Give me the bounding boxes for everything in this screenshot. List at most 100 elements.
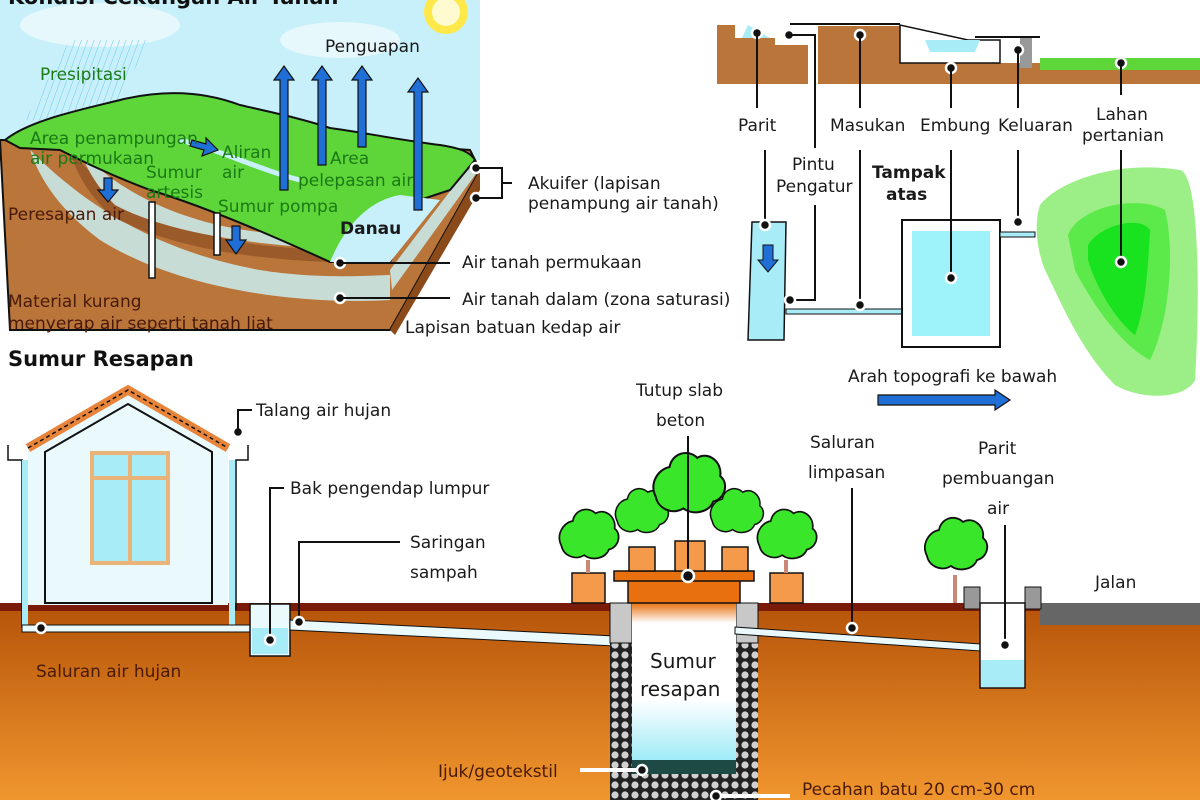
label-evaporation: Penguapan: [325, 37, 420, 57]
soil-section: [818, 26, 1040, 84]
groundwater-panel: Kondisi Cekungan Air Tanah Presipitasi P…: [0, 0, 730, 338]
reservoir-water: [925, 40, 980, 52]
pump-well: [213, 212, 221, 256]
geotextile-layer: [632, 760, 736, 774]
label-gate-1: Pintu: [792, 155, 835, 175]
label-drain-1: Parit: [978, 439, 1017, 459]
label-farmland-2: pertanian: [1082, 126, 1164, 146]
label-deep-groundwater: Air tanah dalam (zona saturasi): [462, 290, 730, 310]
label-lake: Danau: [340, 219, 401, 239]
label-release-1: Area: [330, 149, 369, 169]
well-top-glow: [632, 603, 736, 623]
runoff-marker: [845, 621, 859, 635]
infiltration-title: Sumur Resapan: [8, 347, 194, 371]
rain-lines: [25, 40, 150, 125]
outlet-pipe-top: [999, 231, 1036, 238]
label-artesian-1: Sumur: [146, 163, 202, 183]
label-shallow-groundwater: Air tanah permukaan: [462, 253, 642, 273]
label-top-view-2: atas: [886, 185, 927, 205]
reservoir-top-marker: [944, 271, 958, 285]
arrow-up-icon: [350, 64, 374, 148]
label-ditch: Parit: [738, 116, 777, 136]
label-reservoir: Embung: [920, 116, 990, 136]
drain-curb: [963, 586, 981, 610]
label-geotextile: Ijuk/geotekstil: [438, 762, 558, 782]
label-clay-2: menyerap air seperti tanah liat: [8, 314, 273, 334]
gate-top-leader: [790, 205, 816, 301]
soil-section: [717, 25, 808, 84]
label-runoff-1: Saluran: [810, 433, 875, 453]
inlet-pipe-top: [785, 308, 903, 315]
road-surface: [1040, 603, 1200, 625]
label-flow-2: air: [222, 163, 244, 183]
label-topography: Arah topografi ke bawah: [848, 367, 1057, 387]
label-farmland-1: Lahan: [1096, 105, 1148, 125]
well-interior: [632, 603, 736, 763]
arrow-right-icon: [189, 136, 220, 158]
drain-curb: [1024, 586, 1042, 610]
label-drain-3: air: [987, 499, 1009, 519]
label-top-view-1: Tampak: [872, 163, 946, 183]
infiltration-well-panel: Sumur Resapan Talang air hujan Bak penge…: [0, 347, 1200, 800]
farmland-top-inner: [1088, 222, 1150, 335]
outlet-top-marker: [1011, 215, 1025, 229]
label-inlet: Masukan: [830, 116, 905, 136]
label-slab-1: Tutup slab: [635, 381, 723, 401]
arrow-down-icon: [96, 177, 120, 203]
well-wall-left: [610, 603, 632, 800]
ditch-top-view: [747, 221, 787, 341]
drain-marker: [998, 638, 1012, 652]
well-wall-right: [736, 603, 758, 800]
label-precipitation: Presipitasi: [40, 65, 127, 85]
label-infiltration: Peresapan air: [8, 205, 124, 225]
label-catchment-1: Area penampungan: [30, 129, 198, 149]
label-road: Jalan: [1094, 573, 1136, 593]
outlet-wall: [1020, 38, 1032, 68]
tree-icon: [558, 508, 620, 560]
label-well-2: resapan: [640, 677, 720, 701]
label-aquifer-1: Akuifer (lapisan: [528, 174, 661, 194]
farmland-top-marker: [1114, 255, 1128, 269]
well-collar-right: [735, 602, 759, 644]
ground-surface: [0, 603, 1200, 611]
drain-water: [981, 660, 1024, 687]
label-gutter: Talang air hujan: [255, 401, 391, 421]
label-gravel: Pecahan batu 20 cm-30 cm: [802, 780, 1035, 800]
groundwater-title: Kondisi Cekungan Air Tanah: [8, 0, 338, 9]
downpipe-right: [229, 460, 235, 625]
label-gate-2: Pengatur: [776, 177, 853, 197]
slab-marker: [680, 568, 696, 584]
filter-marker: [292, 615, 306, 629]
cloud: [20, 3, 180, 47]
planter: [674, 540, 706, 572]
arrow-up-icon: [310, 64, 334, 166]
reservoir-panel: Parit Pintu Pengatur Masukan Embung Kelu…: [717, 23, 1200, 412]
label-filter-1: Saringan: [410, 533, 486, 553]
evaporation-arrows: [96, 64, 430, 256]
gutter-leader: [237, 409, 252, 432]
planter: [628, 546, 656, 572]
label-slab-2: beton: [656, 411, 705, 431]
label-artesian-2: artesis: [146, 183, 203, 203]
roof-tiles: [27, 389, 229, 449]
label-filter-2: sampah: [410, 563, 478, 583]
arrow-up-icon: [406, 76, 430, 211]
label-well-1: Sumur: [650, 649, 717, 673]
sun-icon: [424, 0, 468, 34]
label-impermeable-layer: Lapisan batuan kedap air: [405, 318, 620, 338]
planter: [769, 572, 804, 604]
aquifer-bracket: [476, 167, 512, 199]
label-pump-well: Sumur pompa: [218, 197, 338, 217]
side-face: [390, 170, 480, 335]
side-face-aquifer: [390, 165, 475, 290]
gravel-marker: [709, 789, 723, 800]
arrow-up-icon: [272, 64, 296, 191]
label-rain-channel: Saluran air hujan: [36, 662, 181, 682]
filter-leader: [298, 541, 400, 622]
tree-icon: [924, 516, 989, 571]
label-sediment-tank: Bak pengendap lumpur: [290, 479, 489, 499]
label-outlet: Keluaran: [998, 116, 1073, 136]
label-runoff-2: limpasan: [808, 463, 885, 483]
arrow-down-icon: [756, 244, 780, 273]
